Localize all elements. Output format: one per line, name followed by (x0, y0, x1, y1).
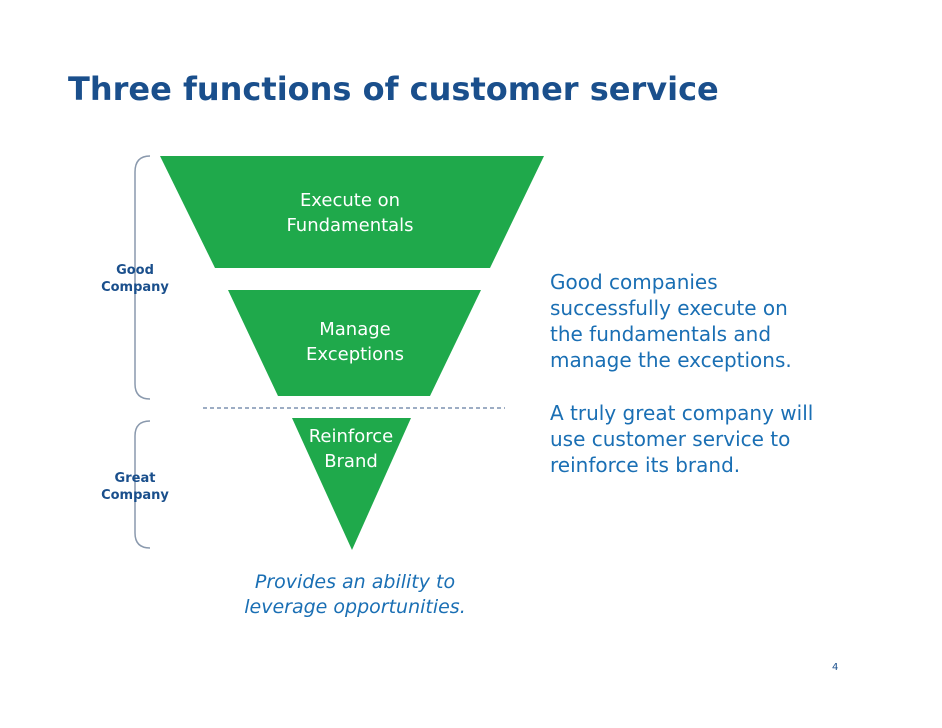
good-company-bracket (134, 155, 151, 400)
opportunities-caption: Provides an ability to leverage opportun… (244, 571, 466, 618)
great-company-bracket (134, 420, 151, 549)
good-company-label: Good Company (101, 263, 169, 295)
slide-title: Three functions of customer service (68, 70, 719, 108)
tier-manage-exceptions (228, 290, 481, 396)
tier-manage-exceptions-label: Manage Exceptions (306, 319, 404, 365)
page-number: 4 (832, 662, 839, 673)
tier-reinforce-brand (292, 418, 411, 550)
good-company-description: Good companies successfully execute on t… (550, 270, 792, 372)
tier-reinforce-brand-label: Reinforce Brand (308, 426, 394, 472)
tier-execute-fundamentals-label: Execute on Fundamentals (286, 190, 414, 236)
great-company-label: Great Company (101, 471, 169, 503)
tier-execute-fundamentals (160, 156, 544, 268)
great-company-description: A truly great company will use customer … (550, 401, 814, 477)
